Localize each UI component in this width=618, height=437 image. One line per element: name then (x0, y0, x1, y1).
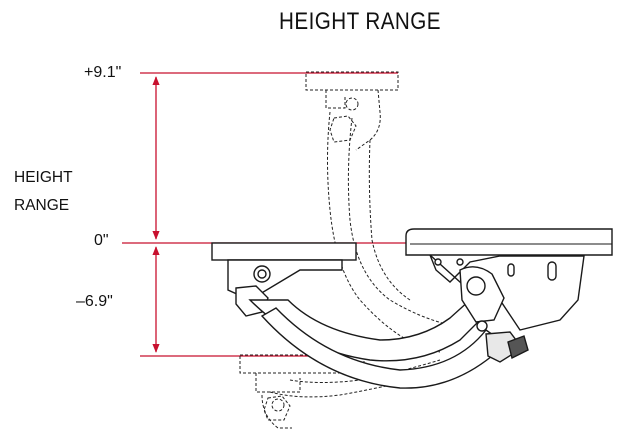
raised-position-ghost (305, 71, 451, 353)
height-range-label: HEIGHT RANGE (14, 164, 73, 220)
seat-pan (405, 228, 613, 331)
bottom-level-label: –6.9" (76, 293, 113, 310)
height-range-label-line2: RANGE (14, 197, 70, 214)
height-range-label-line1: HEIGHT (14, 169, 73, 186)
diagram-title: HEIGHT RANGE (279, 8, 441, 35)
top-level-label: +9.1" (84, 64, 122, 81)
zero-level-label: 0" (94, 232, 109, 249)
height-adjust-lever (459, 266, 529, 363)
armrest-pad (211, 242, 357, 261)
